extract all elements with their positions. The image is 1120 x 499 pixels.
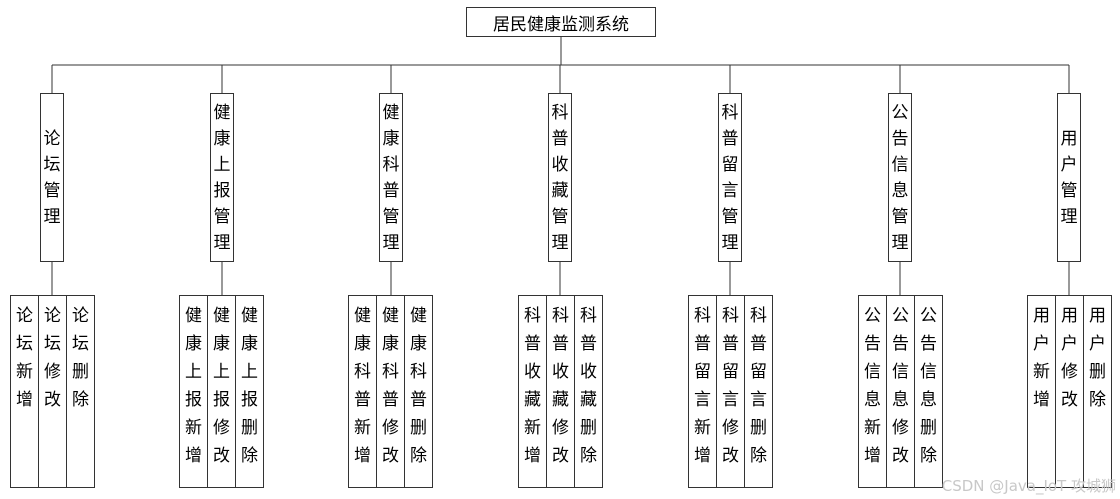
root-label: 居民健康监测系统 (493, 14, 629, 35)
node-label: 健康科普新增 (354, 306, 371, 466)
node-label: 论坛修改 (44, 306, 61, 410)
module-node: 健康科普管理 (379, 93, 403, 262)
node-label: 科普留言新增 (694, 306, 711, 466)
node-label: 公告信息修改 (892, 306, 909, 466)
leaf-node: 健康科普新增 (348, 295, 377, 488)
node-label: 健康上报新增 (185, 306, 202, 466)
leaf-node: 公告信息删除 (914, 295, 943, 488)
leaf-node: 科普收藏新增 (518, 295, 547, 488)
leaf-node: 科普留言新增 (688, 295, 717, 488)
leaf-node: 论坛修改 (38, 295, 67, 488)
leaf-node: 健康上报新增 (179, 295, 208, 488)
leaf-node: 用户删除 (1083, 295, 1112, 488)
module-node: 科普留言管理 (718, 93, 742, 262)
node-label: 用户删除 (1089, 306, 1106, 410)
root-node: 居民健康监测系统 (466, 7, 656, 37)
node-label: 科普收藏删除 (580, 306, 597, 466)
node-label: 公告信息删除 (920, 306, 937, 466)
node-label: 科普留言删除 (750, 306, 767, 466)
leaf-node: 科普留言修改 (716, 295, 745, 488)
leaf-node: 科普留言删除 (744, 295, 773, 488)
module-node: 用户管理 (1057, 93, 1081, 262)
node-label: 健康科普管理 (382, 102, 400, 253)
leaf-node: 健康上报修改 (207, 295, 236, 488)
node-label: 科普留言管理 (721, 102, 739, 253)
node-label: 用户管理 (1060, 128, 1078, 227)
node-label: 健康上报修改 (213, 306, 230, 466)
leaf-node: 用户修改 (1055, 295, 1084, 488)
leaf-node: 科普收藏删除 (574, 295, 603, 488)
leaf-node: 健康科普删除 (404, 295, 433, 488)
node-label: 科普收藏修改 (552, 306, 569, 466)
node-label: 用户新增 (1033, 306, 1050, 410)
leaf-node: 健康科普修改 (376, 295, 405, 488)
node-label: 健康上报管理 (213, 102, 231, 253)
node-label: 论坛管理 (43, 128, 61, 227)
node-label: 论坛删除 (72, 306, 89, 410)
leaf-node: 科普收藏修改 (546, 295, 575, 488)
node-label: 健康科普删除 (410, 306, 427, 466)
node-label: 公告信息管理 (891, 102, 909, 253)
module-node: 论坛管理 (40, 93, 64, 262)
leaf-node: 论坛删除 (66, 295, 95, 488)
leaf-node: 公告信息新增 (858, 295, 887, 488)
module-node: 公告信息管理 (888, 93, 912, 262)
leaf-node: 健康上报删除 (235, 295, 264, 488)
node-label: 科普收藏管理 (551, 102, 569, 253)
node-label: 科普留言修改 (722, 306, 739, 466)
leaf-node: 用户新增 (1027, 295, 1056, 488)
node-label: 公告信息新增 (864, 306, 881, 466)
leaf-node: 公告信息修改 (886, 295, 915, 488)
module-node: 科普收藏管理 (548, 93, 572, 262)
node-label: 论坛新增 (16, 306, 33, 410)
node-label: 健康上报删除 (241, 306, 258, 466)
node-label: 科普收藏新增 (524, 306, 541, 466)
watermark: CSDN @Java_IoT 攻城狮 (941, 477, 1116, 495)
node-label: 健康科普修改 (382, 306, 399, 466)
module-node: 健康上报管理 (210, 93, 234, 262)
leaf-node: 论坛新增 (10, 295, 39, 488)
node-label: 用户修改 (1061, 306, 1078, 410)
